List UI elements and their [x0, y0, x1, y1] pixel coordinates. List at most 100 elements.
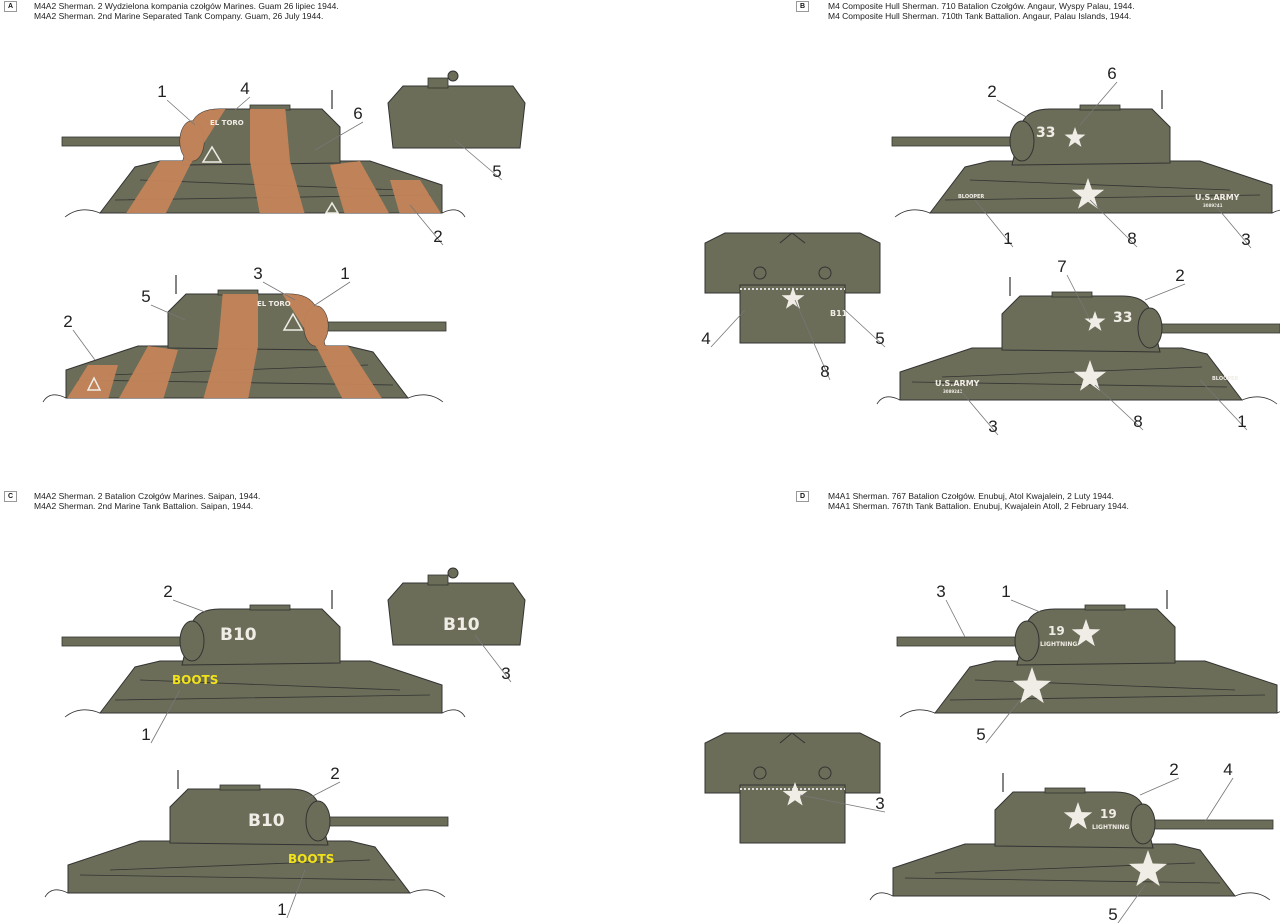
- marking-boots-right: BOOTS: [288, 852, 334, 866]
- callout-leader-line: [314, 281, 351, 306]
- callout-leader-line: [1139, 777, 1180, 796]
- callout-leader-line: [1204, 777, 1234, 823]
- tank-c-right-profile: [44, 769, 449, 898]
- callout-leader-line: [150, 304, 186, 321]
- tank-a-turret-rear: [387, 70, 526, 149]
- callout-number: 1: [1237, 412, 1246, 431]
- callout-leader-line: [262, 281, 296, 301]
- marking-b10-right: B10: [248, 811, 285, 831]
- marking-us-army: U.S.ARMY: [1195, 193, 1240, 202]
- callout-leader-line: [172, 599, 206, 613]
- warning-triangle-icon: [201, 145, 340, 214]
- tank-d-rear-view: [704, 732, 881, 844]
- tank-d-left-profile: [896, 589, 1280, 718]
- callout-leader-line: [1089, 199, 1138, 248]
- marking-boots: BOOTS: [172, 673, 218, 687]
- callout-number: 3: [501, 664, 510, 683]
- callout-number: 7: [1057, 257, 1066, 276]
- marking-serial: 3089241: [1203, 203, 1223, 208]
- tank-a-left-profile: EL TORO: [61, 89, 466, 218]
- marking-lightning-right: LIGHTNING: [1092, 824, 1129, 831]
- callout-leader-line: [304, 781, 341, 801]
- marking-el-toro-right: EL TORO: [257, 300, 291, 308]
- callout-number: 3: [988, 417, 997, 436]
- section-b-badge: B: [796, 1, 809, 12]
- callout-leader-line: [1144, 283, 1186, 301]
- section-c-title-en: M4A2 Sherman. 2nd Marine Tank Battalion.…: [34, 501, 254, 511]
- callout-number: 1: [1003, 229, 1012, 248]
- callout-number: 1: [141, 725, 150, 744]
- callout-leader-line: [1079, 81, 1118, 126]
- marking-lightning: LIGHTNING: [1040, 641, 1077, 648]
- callout-leader-line: [72, 329, 96, 361]
- callout-leader-line: [974, 199, 1014, 248]
- callout-number: 2: [63, 312, 72, 331]
- callout-leader-line: [794, 299, 831, 381]
- callout-leader-line: [844, 309, 886, 348]
- section-d-header: M4A1 Sherman. 767 Batalion Czołgów. Enub…: [828, 491, 1129, 511]
- section-b-header: M4 Composite Hull Sherman. 710 Batalion …: [828, 1, 1135, 21]
- marking-19-right: 19: [1100, 807, 1117, 821]
- callout-leader-line: [710, 309, 746, 348]
- section-a-badge: A: [4, 1, 17, 12]
- callout-leader-line: [985, 699, 1021, 744]
- callout-leader-line: [474, 634, 512, 683]
- callout-leader-line: [1094, 384, 1144, 431]
- marking-blooper: BLOOPER: [958, 194, 984, 200]
- section-a-title-pl: M4A2 Sherman. 2 Wydzielona kompania czoł…: [34, 1, 339, 11]
- section-b-title-pl: M4 Composite Hull Sherman. 710 Batalion …: [828, 1, 1135, 11]
- section-b-title-en: M4 Composite Hull Sherman. 710th Tank Ba…: [828, 11, 1132, 21]
- tank-d-right-profile: [869, 772, 1274, 901]
- marking-serial-right: 3089241: [943, 389, 963, 394]
- callout-number: 6: [353, 104, 362, 123]
- callout-number: 5: [141, 287, 150, 306]
- callout-number: 2: [330, 764, 339, 783]
- callout-number: 8: [820, 362, 829, 381]
- callout-number: 5: [1108, 905, 1117, 923]
- callout-leader-line: [799, 794, 886, 813]
- callout-number: 1: [340, 264, 349, 283]
- callout-number: 5: [875, 329, 884, 348]
- marking-b11: B11: [830, 309, 848, 318]
- callout-leader-line: [996, 99, 1029, 119]
- callout-number: 4: [701, 329, 710, 348]
- callout-number: 8: [1127, 229, 1136, 248]
- callout-number: 4: [240, 79, 249, 98]
- marking-19: 19: [1048, 624, 1065, 638]
- marking-us-army-right: U.S.ARMY: [935, 379, 980, 388]
- callout-number: 2: [987, 82, 996, 101]
- section-c-header: M4A2 Sherman. 2 Batalion Czołgów Marines…: [34, 491, 260, 511]
- marking-blooper-right: BLOOPER: [1212, 376, 1238, 382]
- callout-number: 3: [1241, 230, 1250, 249]
- section-c-title-pl: M4A2 Sherman. 2 Batalion Czołgów Marines…: [34, 491, 261, 501]
- callout-leader-line: [1214, 204, 1252, 249]
- callout-number: 6: [1107, 64, 1116, 83]
- callout-leader-line: [959, 389, 999, 436]
- callout-leader-line: [409, 204, 444, 246]
- callout-leader-line: [234, 96, 251, 111]
- section-d-title-en: M4A1 Sherman. 767th Tank Battalion. Enub…: [828, 501, 1129, 511]
- callout-number: 8: [1133, 412, 1142, 431]
- section-a-header: M4A2 Sherman. 2 Wydzielona kompania czoł…: [34, 1, 339, 21]
- callout-leader-line: [1066, 274, 1091, 321]
- callout-leader-line: [150, 689, 181, 744]
- callout-number: 3: [875, 794, 884, 813]
- callout-number: 5: [976, 725, 985, 744]
- callout-leader-line: [945, 599, 966, 638]
- marking-33-right: 33: [1113, 310, 1132, 326]
- callout-leader-line: [1117, 884, 1146, 923]
- callout-leader-line: [286, 869, 306, 919]
- callout-number: 2: [1169, 760, 1178, 779]
- callout-leader-line: [314, 121, 364, 151]
- callout-number: 1: [1001, 582, 1010, 601]
- section-a-title-en: M4A2 Sherman. 2nd Marine Separated Tank …: [34, 11, 324, 21]
- section-d-title-pl: M4A1 Sherman. 767 Batalion Czołgów. Enub…: [828, 491, 1114, 501]
- callout-number: 2: [433, 227, 442, 246]
- callout-number: 3: [936, 582, 945, 601]
- callout-number: 2: [163, 582, 172, 601]
- callout-number: 3: [253, 264, 262, 283]
- tank-a-right-profile: [42, 274, 447, 403]
